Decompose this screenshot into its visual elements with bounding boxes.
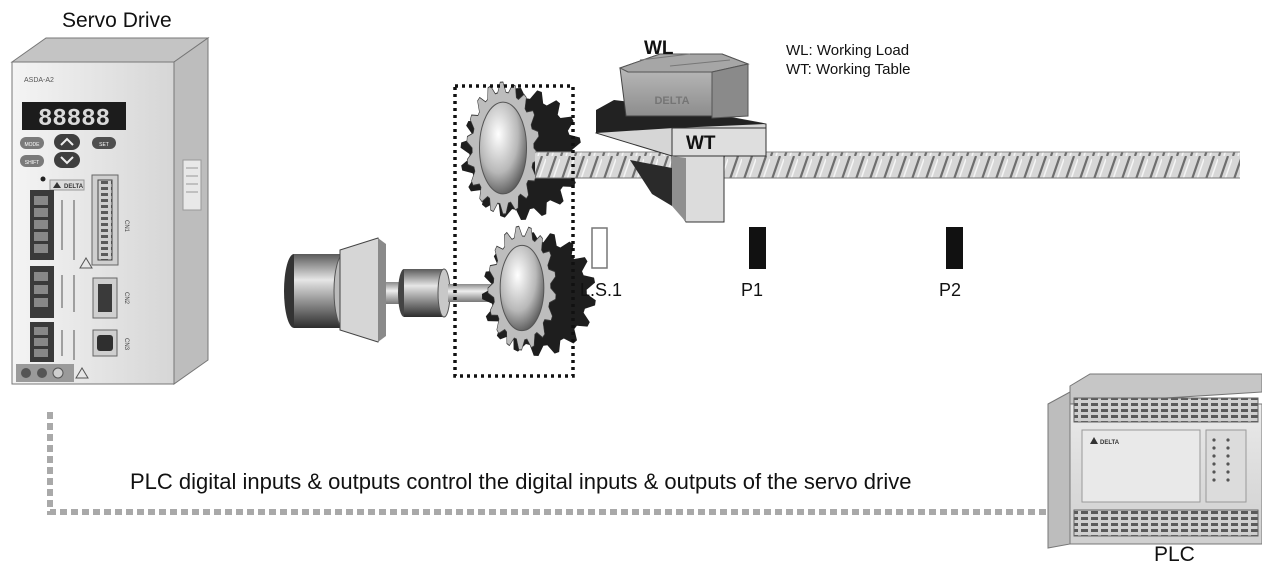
sensor-p2: [946, 227, 963, 269]
drive-logo-text: DELTA: [64, 184, 84, 190]
p2-label: P2: [939, 280, 962, 300]
sensor-p1: [749, 227, 766, 269]
svg-text:CN1: CN1: [123, 220, 129, 233]
plc-status-leds: [1205, 429, 1247, 503]
servo-drive: ASDA-A2 88888 MODE SET SHIFT DELTA: [10, 37, 210, 385]
signal-dotted-line: [47, 412, 1058, 515]
shift-key-label: SHIFT: [25, 160, 39, 166]
charge-led: [40, 176, 46, 182]
plc-unit: DELTA: [1047, 373, 1262, 549]
load-box-logo-text: DELTA: [654, 95, 689, 107]
main-power-terminal: [30, 190, 54, 260]
gear-box-outline: [453, 84, 575, 378]
svg-text:CN2: CN2: [123, 292, 129, 305]
drive-model-text: ASDA-A2: [24, 77, 54, 84]
ls1-label: L.S.1: [580, 280, 623, 300]
plc-label: PLC: [1154, 543, 1195, 566]
drive-logo-plate: [49, 179, 85, 191]
set-key-label: SET: [99, 142, 109, 148]
plc-output-terminals: [1073, 509, 1259, 537]
signal-caption: PLC digital inputs & outputs control the…: [130, 469, 912, 494]
shift-key: [20, 155, 44, 167]
drive-7seg-display: [22, 102, 126, 130]
servo-motor: [284, 237, 404, 343]
drive-keypad: MODE SET SHIFT: [20, 134, 116, 168]
legend-wt-text: WT: Working Table: [786, 61, 911, 78]
up-key: [54, 134, 80, 150]
svg-text:CN3: CN3: [123, 338, 129, 351]
working-load-box: DELTA: [618, 53, 750, 119]
upper-gear: [460, 81, 582, 220]
p1-label: P1: [741, 280, 764, 300]
lower-gear: [481, 225, 596, 356]
plc-input-terminals: [1073, 397, 1259, 423]
working-load-label: WL: [644, 38, 674, 59]
regen-terminal: [30, 322, 54, 362]
legend-wl-text: WL: Working Load: [786, 42, 910, 59]
drive-display-digits: 88888: [38, 106, 110, 133]
plc-logo-text: DELTA: [1100, 440, 1120, 446]
drive-side-label: [182, 159, 202, 211]
servo-drive-label: Servo Drive: [62, 9, 172, 32]
motor-terminal: [30, 266, 54, 318]
terminal-legend-markings: [61, 200, 93, 360]
mode-key-label: MODE: [25, 142, 41, 148]
working-table-label: WT: [686, 133, 716, 154]
ground-terminals: [16, 364, 89, 382]
mode-key: [20, 137, 44, 149]
limit-switch-ls1: [591, 227, 608, 269]
set-key: [92, 137, 116, 149]
down-key: [54, 152, 80, 168]
